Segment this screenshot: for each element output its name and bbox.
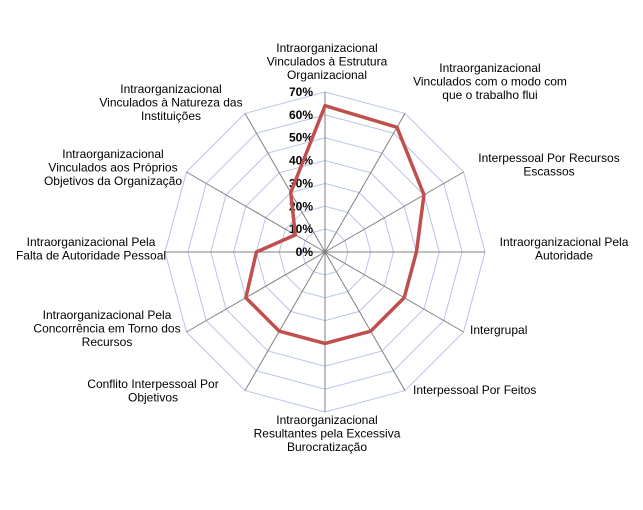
category-label-line: Intraorganizacional (120, 82, 221, 96)
series-line (244, 103, 426, 346)
axis-spoke (244, 251, 326, 391)
category-label-line: Intraorganizacional (276, 413, 377, 427)
category-label-line: Intraorganizacional (62, 147, 163, 161)
tick-label: 0% (296, 245, 314, 259)
category-label-line: Intraorganizacional Pela (27, 235, 156, 249)
category-label-line: Objetivos (128, 391, 178, 405)
tick-label: 20% (289, 199, 313, 213)
category-label-line: Organizacional (287, 68, 367, 82)
category-label-line: Interpessoal Por Recursos (478, 151, 619, 165)
category-label-line: Interpessoal Por Feitos (413, 383, 536, 397)
category-label-line: Burocratização (287, 440, 367, 454)
axis-spoke (244, 113, 326, 253)
category-label: Intergrupal (470, 323, 527, 337)
category-label-line: Resultantes pela Excessiva (254, 427, 401, 441)
category-label-line: Intraorganizacional (439, 61, 540, 75)
axis-spoke (324, 251, 406, 391)
tick-label: 50% (289, 131, 313, 145)
category-label: Interpessoal Por Feitos (413, 383, 536, 397)
axis-spoke (324, 113, 406, 253)
category-label-line: Instituições (141, 109, 201, 123)
category-label-line: Intraorganizacional (276, 41, 377, 55)
axis-spoke (324, 171, 464, 253)
category-label-line: Intraorganizacional Pela (500, 235, 629, 249)
category-label-line: Recursos (82, 335, 133, 349)
axis-spoke (186, 171, 326, 253)
category-label-line: Vinculados à Natureza das (99, 96, 242, 110)
tick-label: 40% (289, 154, 313, 168)
category-label-line: Vinculados com o modo com (413, 75, 567, 89)
category-label-line: Conflito Interpessoal Por (87, 377, 218, 391)
tick-label: 70% (289, 85, 313, 99)
category-label-line: Falta de Autoridade Pessoal (16, 249, 166, 263)
category-label-line: Intergrupal (470, 323, 527, 337)
category-label-line: Objetivos da Organização (44, 174, 182, 188)
category-label-line: Autoridade (535, 249, 593, 263)
category-label-line: Intraorganizacional Pela (43, 308, 172, 322)
tick-label: 60% (289, 108, 313, 122)
axis-spoke (324, 251, 464, 333)
category-label-line: que o trabalho flui (442, 88, 537, 102)
category-label-line: Concorrência em Torno dos (33, 322, 180, 336)
category-label-line: Vinculados aos Próprios (48, 161, 177, 175)
axis-spoke (186, 251, 326, 333)
category-label-line: Escassos (523, 165, 574, 179)
category-label-line: Vinculados à Estrutura (267, 55, 388, 69)
